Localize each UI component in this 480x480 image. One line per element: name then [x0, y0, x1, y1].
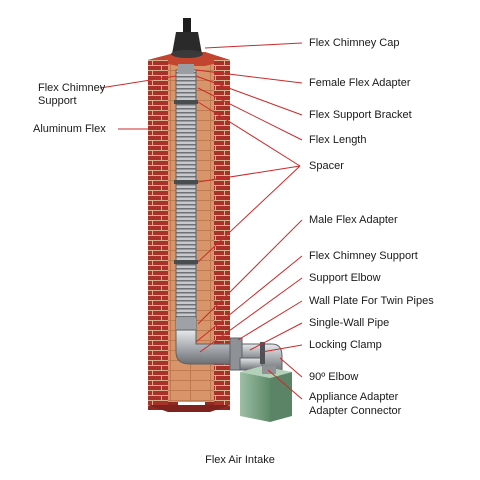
label-flex-chimney-cap: Flex Chimney Cap [309, 37, 400, 49]
chimney-front-right [214, 60, 230, 405]
label-appliance-adapter: Appliance Adapter [309, 391, 399, 403]
label-adapter-connector: Adapter Connector [309, 405, 402, 417]
label-flex-chimney-support-top: Flex Chimney Support [38, 82, 105, 108]
spacer-part-2 [174, 180, 198, 184]
female-adapter-part [178, 64, 194, 74]
label-wall-plate-twin-pipes: Wall Plate For Twin Pipes [309, 295, 434, 307]
label-locking-clamp: Locking Clamp [309, 339, 382, 351]
leader-lines [99, 42, 303, 400]
label-elbow-90: 90º Elbow [309, 371, 359, 383]
support-elbow-part [175, 329, 233, 365]
label-support-elbow: Support Elbow [309, 272, 381, 284]
label-flex-support-bracket: Flex Support Bracket [309, 109, 412, 121]
label-single-wall-pipe: Single-Wall Pipe [309, 317, 390, 329]
label-flex-length: Flex Length [309, 134, 367, 146]
chimney-front-left [148, 60, 168, 405]
label-line: Flex Chimney Support [38, 82, 106, 107]
label-spacer: Spacer [309, 160, 344, 172]
diagram-caption: Flex Air Intake [205, 454, 275, 466]
flex-liner [174, 64, 198, 332]
label-aluminum-flex: Aluminum Flex [33, 123, 106, 135]
male-adapter-part [176, 318, 196, 332]
spacer-part-3 [174, 260, 198, 264]
locking-clamp-part [260, 342, 265, 364]
appliance [240, 366, 292, 422]
label-male-flex-adapter: Male Flex Adapter [309, 214, 398, 226]
label-female-flex-adapter: Female Flex Adapter [309, 77, 411, 89]
chimney-top [148, 52, 230, 66]
aluminum-flex-pipe [175, 69, 197, 331]
label-flex-chimney-support: Flex Chimney Support [309, 250, 418, 262]
chimney-base [148, 405, 230, 412]
chimney-cap-part [171, 18, 203, 58]
spacer-part-1 [174, 100, 198, 104]
